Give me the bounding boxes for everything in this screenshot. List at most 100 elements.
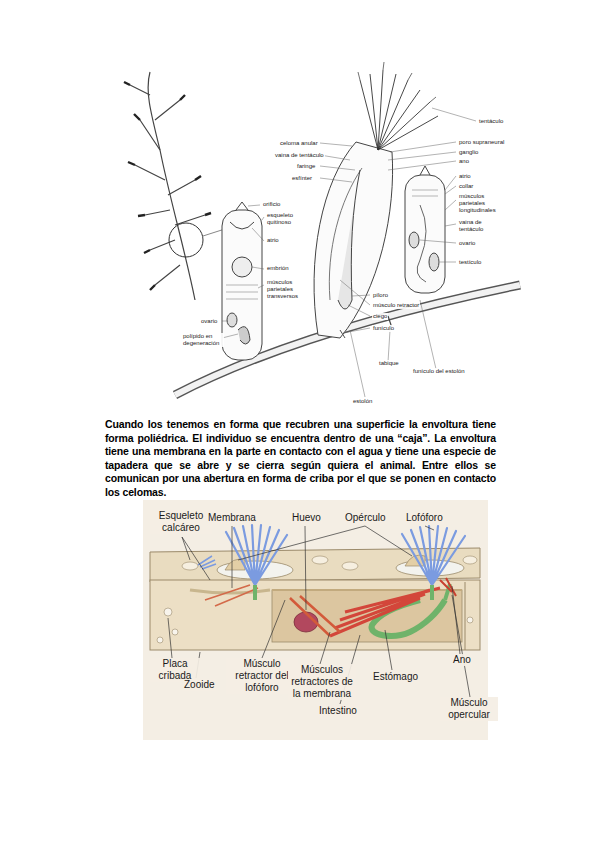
part-label: tabique	[378, 360, 400, 367]
drawing-part	[452, 586, 460, 654]
colony-branch	[124, 72, 228, 300]
drawing-part	[440, 262, 456, 263]
drawing-part	[168, 618, 172, 658]
drawing-part	[340, 280, 370, 305]
part-label: estolón	[352, 398, 373, 405]
part-label: vaina de tentáculo	[274, 152, 325, 159]
drawing-part	[172, 629, 178, 635]
part-label: Zooide	[183, 679, 216, 691]
part-label: Músculos retractores de la membrana	[288, 664, 356, 700]
drawing-part	[463, 556, 477, 564]
drawing-part	[420, 300, 436, 369]
drawing-part	[182, 562, 198, 570]
drawing-part	[388, 330, 390, 362]
part-label: celoma anular	[279, 140, 319, 147]
drawing-part	[338, 170, 360, 309]
part-label: ovario	[458, 240, 476, 247]
drawing-part	[432, 108, 476, 121]
drawing-part	[420, 240, 456, 243]
drawing-part	[467, 617, 473, 623]
bottom-leader-lines	[168, 526, 470, 704]
drawing-part	[124, 82, 211, 290]
part-label: vaina de tentáculo	[458, 219, 492, 233]
drawing-part	[405, 175, 445, 293]
drawing-part	[429, 253, 439, 271]
part-label: atrio	[458, 173, 472, 180]
part-label: Músculo opercular	[440, 697, 498, 721]
drawing-part	[348, 305, 370, 316]
drawing-part	[440, 578, 456, 596]
part-label: esqueleto quitinoso	[266, 212, 298, 226]
drawing-part	[445, 176, 456, 190]
drawing-part	[238, 327, 250, 344]
zooid-retracted	[222, 202, 262, 360]
part-label: Estómago	[372, 671, 419, 683]
part-label: músculos parietales transversos	[266, 279, 304, 300]
drawing-part	[445, 200, 456, 210]
drawing-part	[445, 186, 456, 194]
drawing-part	[226, 285, 258, 299]
drawing-part	[236, 202, 248, 210]
drawing-part	[143, 500, 488, 740]
drawing-part	[352, 295, 370, 296]
part-label: polípido en degeneración	[182, 333, 224, 347]
zooid-with-gonads	[405, 166, 445, 293]
drawing-part	[412, 190, 438, 196]
drawing-part	[360, 70, 438, 150]
part-label: píloro	[372, 292, 389, 299]
part-label: tentáculo	[478, 118, 504, 125]
drawing-part	[205, 585, 258, 606]
part-label: funículo del estolón	[412, 368, 466, 375]
part-label: ciego	[372, 313, 388, 320]
drawing-part	[388, 161, 456, 170]
drawing-part	[390, 142, 456, 152]
drawing-part	[169, 223, 203, 257]
drawing-part	[290, 596, 340, 636]
drawing-part	[227, 313, 237, 327]
leader-lines	[222, 108, 476, 397]
drawing-part	[312, 556, 328, 564]
drawing-part	[164, 608, 172, 616]
part-label: Opérculo	[344, 512, 387, 524]
drawing-part	[262, 217, 264, 220]
part-label: ganglio	[458, 149, 479, 156]
part-label: atrio	[266, 237, 280, 244]
part-label: Intestino	[318, 705, 358, 717]
drawing-part	[262, 600, 285, 658]
drawing-part	[420, 166, 430, 175]
drawing-part	[150, 580, 480, 650]
drawing-part	[425, 526, 434, 530]
drawing-part	[182, 537, 210, 580]
drawing-part	[157, 637, 163, 643]
drawing-part	[330, 588, 440, 636]
part-label: Membrana	[207, 512, 257, 524]
drawing-part	[232, 257, 252, 277]
part-label: Esqueleto calcáreo	[150, 510, 212, 534]
drawing-part	[258, 285, 264, 288]
drawing-part	[305, 526, 306, 610]
part-label: músculos parietales longitudinales	[458, 193, 496, 214]
drawing-part	[320, 632, 330, 664]
drawing-part	[385, 630, 392, 670]
drawing-part	[452, 595, 470, 697]
drawing-part	[409, 232, 419, 248]
drawing-part	[252, 267, 264, 269]
drawing-part	[343, 328, 370, 333]
body-paragraph: Cuando los tenemos en forma que recubren…	[104, 418, 497, 500]
part-label: collar	[458, 183, 474, 190]
drawing-part	[320, 178, 352, 182]
part-label: orificio	[262, 201, 281, 208]
part-label: ano	[458, 158, 470, 165]
drawing-part	[445, 224, 456, 226]
drawing-part	[255, 585, 432, 600]
drawing-part	[340, 330, 345, 338]
part-label: Lofóforo	[405, 512, 444, 524]
drawing-part	[465, 582, 466, 650]
drawing-part	[230, 222, 254, 229]
cutaway-picture	[143, 500, 488, 740]
drawing-part	[358, 62, 436, 102]
part-label: faringe	[296, 163, 316, 170]
part-label: poro supraneural	[458, 139, 505, 146]
part-label: músculo retractor	[372, 302, 420, 309]
drawing-part	[320, 166, 355, 170]
